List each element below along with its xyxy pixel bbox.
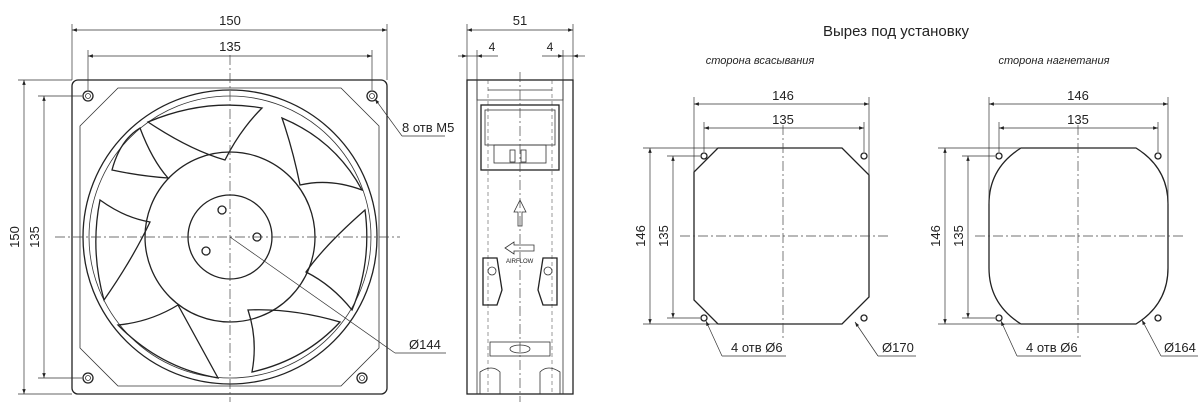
- discharge-diameter-note: Ø164: [1164, 340, 1196, 355]
- fan-frame-inner-octagon: [79, 87, 380, 387]
- fan-blades: [95, 104, 368, 379]
- side-flange-left-dim: 4: [489, 40, 496, 54]
- cutout-title: Вырез под установку: [823, 23, 969, 40]
- side-rotation-arrow-icon: [513, 199, 527, 227]
- discharge-width-dim: 146: [1067, 88, 1089, 103]
- discharge-hole-spacing-x-dim: 135: [1067, 112, 1089, 127]
- side-view: AIRFLOW 51 4 4: [458, 13, 585, 402]
- front-holes-note: 8 отв М5: [402, 120, 454, 135]
- front-hole-spacing-x-dim: 135: [219, 39, 241, 54]
- suction-diameter-note: Ø170: [882, 340, 914, 355]
- cutout-suction: сторона всасывания 146 135 146 135 4 отв…: [633, 55, 916, 357]
- front-width-dim: 150: [219, 13, 241, 28]
- front-hole-spacing-y-dim: 135: [27, 226, 42, 248]
- suction-caption: сторона всасывания: [706, 55, 815, 67]
- hub-screws: [201, 205, 262, 256]
- cutout-discharge: сторона нагнетания 146 135 146 135 4 отв…: [928, 55, 1198, 357]
- side-depth-dim: 51: [513, 13, 527, 28]
- side-airflow-marker: AIRFLOW: [504, 241, 535, 265]
- suction-height-dim: 146: [633, 225, 648, 247]
- front-height-dim: 150: [7, 226, 22, 248]
- discharge-hole-spacing-y-dim: 135: [951, 225, 966, 247]
- discharge-height-dim: 146: [928, 225, 943, 247]
- suction-cutout-outline: [693, 147, 870, 325]
- front-view: 150 135 150 135 8 отв М5 Ø144: [7, 13, 454, 402]
- side-mounting-holes: [482, 257, 558, 306]
- front-impeller-diameter: Ø144: [409, 337, 441, 352]
- suction-mounting-holes: [700, 152, 868, 322]
- front-mounting-holes: [82, 90, 378, 384]
- suction-hole-spacing-y-dim: 135: [656, 225, 671, 247]
- side-flange-right-dim: 4: [547, 40, 554, 54]
- discharge-caption: сторона нагнетания: [999, 55, 1110, 67]
- discharge-cutout-outline: [988, 147, 1169, 325]
- suction-hole-spacing-x-dim: 135: [772, 112, 794, 127]
- discharge-holes-note: 4 отв Ø6: [1026, 340, 1078, 355]
- discharge-mounting-holes: [995, 152, 1162, 322]
- suction-holes-note: 4 отв Ø6: [731, 340, 783, 355]
- suction-width-dim: 146: [772, 88, 794, 103]
